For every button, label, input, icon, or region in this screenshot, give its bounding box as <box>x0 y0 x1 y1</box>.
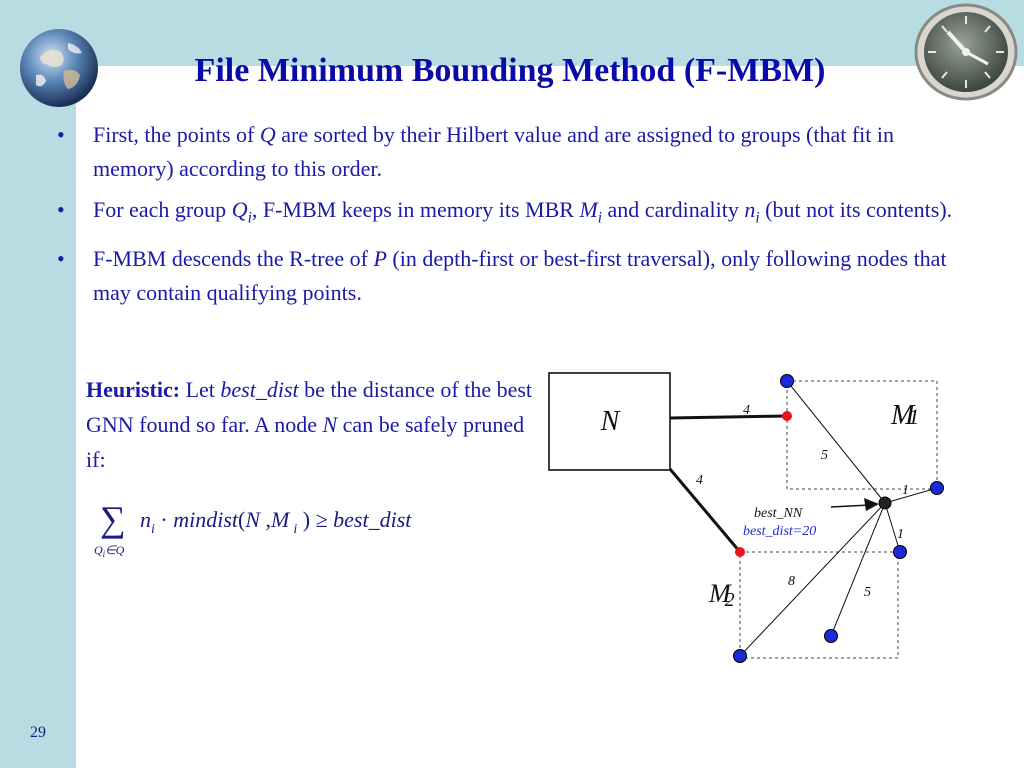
edge-label: 4 <box>743 403 750 418</box>
bullet-list: •First, the points of Q are sorted by th… <box>55 118 965 317</box>
heuristic-var: N <box>322 412 337 437</box>
edge-label: 1 <box>902 483 909 498</box>
bullet-text: (but not its contents). <box>760 197 952 222</box>
bullet-text: For each group <box>93 197 232 222</box>
point-m2-red <box>735 547 745 557</box>
page-number: 29 <box>30 724 46 742</box>
bullet-text: , F-MBM keeps in memory its MBR <box>252 197 580 222</box>
bullet-dot-icon: • <box>57 118 65 152</box>
sum-subscript: Qi∈Q <box>94 543 125 559</box>
bullet-text: and cardinality <box>602 197 744 222</box>
sum-symbol: ∑ <box>100 499 126 539</box>
bullet-var: n <box>744 197 755 222</box>
edge-label: 5 <box>864 585 871 600</box>
point-m1-red <box>782 411 792 421</box>
fmbm-diagram: N 4 4 5 1 1 8 5 best_NN best_dist=20 M1 … <box>540 360 970 670</box>
bullet-item: •F-MBM descends the R-tree of P (in dept… <box>55 242 965 310</box>
point-m2-right <box>894 546 907 559</box>
edge-label: 4 <box>696 473 703 488</box>
m1-mbr-box <box>787 381 937 489</box>
point-m1-top <box>781 375 794 388</box>
bullet-text: F-MBM descends the R-tree of <box>93 246 373 271</box>
heuristic-var: best_dist <box>220 377 298 402</box>
m2-label: M2 <box>708 579 735 611</box>
point-m2-bottom <box>734 650 747 663</box>
bullet-dot-icon: • <box>57 193 65 227</box>
left-decor-band <box>0 0 76 768</box>
point-m2-mid <box>825 630 838 643</box>
best-nn-arrow <box>831 505 870 507</box>
node-n-label: N <box>600 406 621 437</box>
arrow-head-icon <box>864 498 879 511</box>
bullet-item: •For each group Qi, F-MBM keeps in memor… <box>55 193 965 235</box>
heuristic-text: Heuristic: Let best_dist be the distance… <box>86 372 546 477</box>
edge-label: 1 <box>897 527 904 542</box>
m1-label: M1 <box>890 400 919 431</box>
edge-label: 5 <box>821 448 828 463</box>
best-dist-label: best_dist=20 <box>743 524 816 539</box>
bullet-item: •First, the points of Q are sorted by th… <box>55 118 965 186</box>
bullet-var: M <box>579 197 597 222</box>
bullet-var: P <box>373 246 386 271</box>
best-nn-label: best_NN <box>754 506 803 521</box>
bullet-var: Q <box>260 122 276 147</box>
earth-logo-icon <box>18 27 100 109</box>
edge-n-m2 <box>670 469 740 552</box>
clock-logo-icon <box>912 2 1020 102</box>
bullet-var: Q <box>232 197 248 222</box>
heuristic-label: Heuristic: <box>86 377 180 402</box>
edge-n-m1 <box>670 416 787 418</box>
edge-label: 8 <box>788 574 795 589</box>
slide-title: File Minimum Bounding Method (F-MBM) <box>110 52 910 90</box>
bullet-dot-icon: • <box>57 242 65 276</box>
heuristic-part: Let <box>180 377 220 402</box>
point-best-nn <box>879 497 891 509</box>
m2-mbr-box <box>740 552 898 658</box>
point-m1-right <box>931 482 944 495</box>
bullet-text: First, the points of <box>93 122 260 147</box>
